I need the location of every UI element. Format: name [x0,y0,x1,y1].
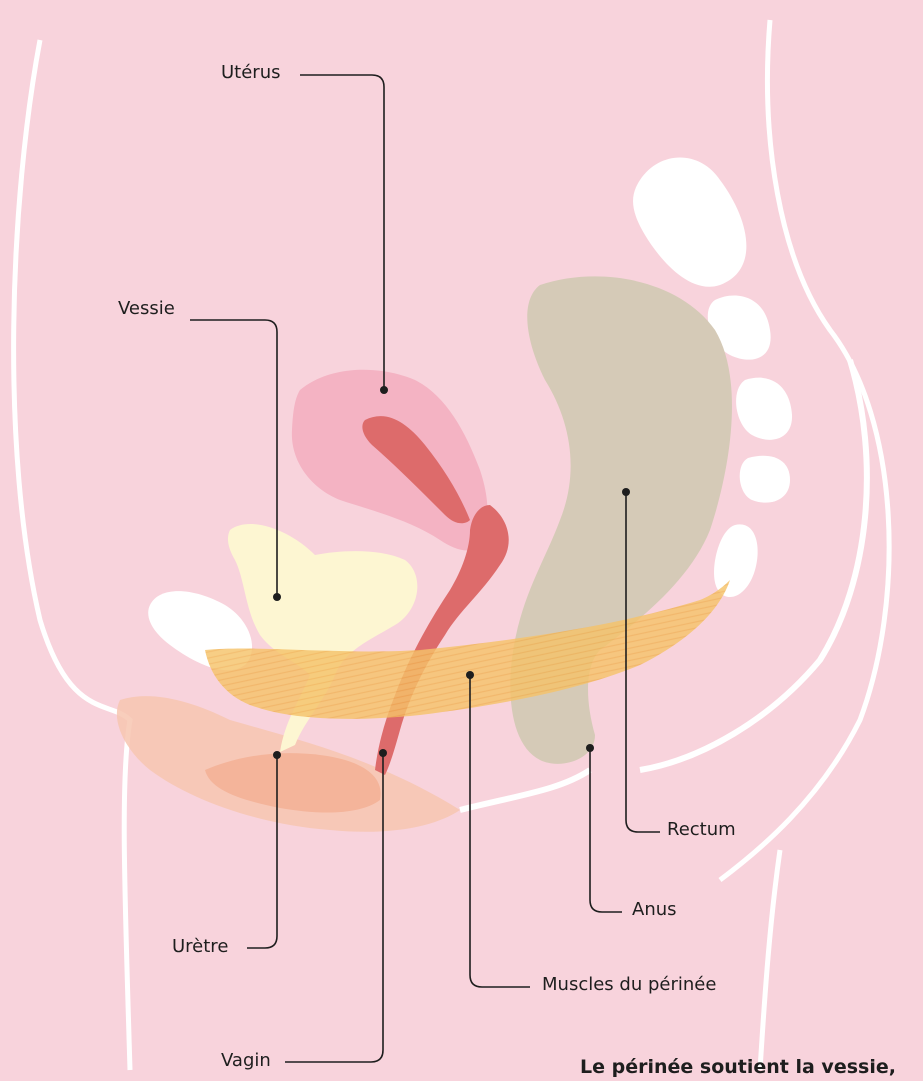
dot-vagina [379,749,387,757]
label-urethra: Urètre [172,938,228,956]
caption-text: Le périnée soutient la vessie, [580,1056,896,1078]
label-vagina: Vagin [221,1052,271,1070]
dot-muscles [466,671,474,679]
label-anus: Anus [632,901,677,919]
leader-uterus [300,75,384,390]
leader-anus [590,748,622,912]
label-perineum-muscles: Muscles du périnée [542,976,716,994]
dot-urethra [273,751,281,759]
vertebra-4 [740,456,790,503]
dot-uterus [380,386,388,394]
vertebra-1 [633,158,746,287]
vagina [375,505,509,775]
dot-bladder [273,593,281,601]
label-rectum: Rectum [667,821,736,839]
coccyx [714,524,758,597]
dot-anus [586,744,594,752]
perineum-skin-line [460,770,590,810]
dot-rectum [622,488,630,496]
leg-outline [760,850,780,1070]
label-bladder: Vessie [118,300,175,318]
vertebra-3 [736,378,792,440]
label-uterus: Utérus [221,64,281,82]
body-outline-front [14,40,130,1070]
